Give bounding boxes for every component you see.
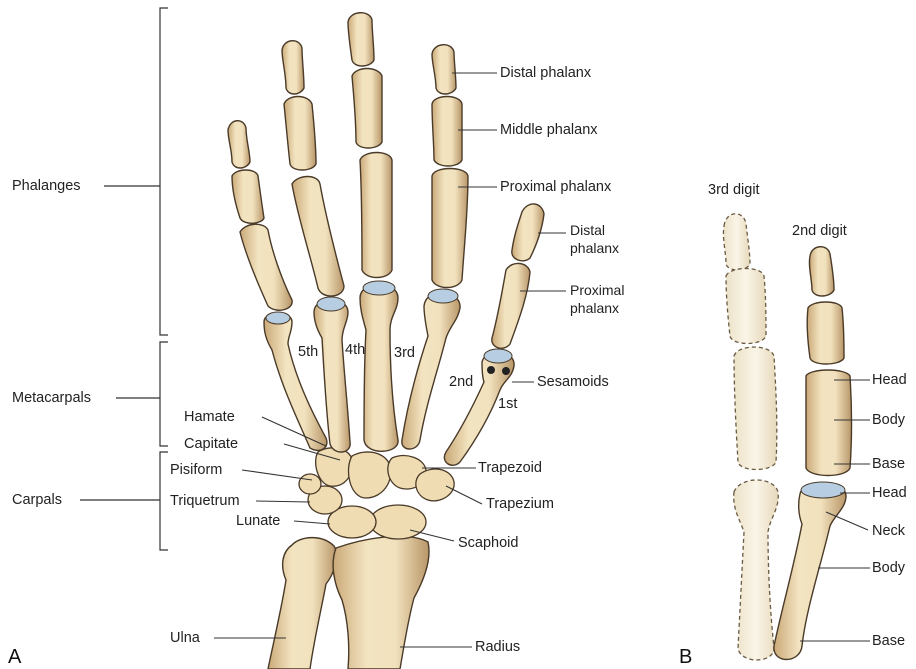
lunate-leader (294, 521, 330, 524)
radius-label: Radius (475, 640, 520, 655)
sesamoid-2 (502, 367, 510, 375)
metacarpal-bones (264, 285, 514, 466)
metacarpal-neck-label: Neck (872, 524, 905, 539)
third-metacarpal-cap (363, 281, 395, 295)
middle-phalanx-label: Middle phalanx (500, 123, 598, 138)
index-distal-phalanx (432, 45, 456, 94)
second-metacarpal-label: 2nd (449, 375, 473, 390)
carpal-bones (299, 448, 454, 539)
fourth-metacarpal-cap (317, 297, 345, 311)
b-metacarpal-cap (801, 482, 845, 498)
third-digit-label: 3rd digit (708, 183, 760, 198)
pisiform-leader (242, 470, 312, 480)
b-middle-phalanx (807, 302, 844, 364)
second-digit-bones (774, 247, 852, 660)
triquetrum-leader (256, 501, 310, 502)
pisiform-label: Pisiform (170, 463, 222, 478)
third-digit-bones (723, 214, 778, 660)
b-distal-phalanx (809, 247, 834, 296)
ulna-label: Ulna (170, 631, 200, 646)
hamate-bone (316, 448, 353, 486)
little-middle-phalanx (232, 170, 264, 223)
metacarpal-head-label: Head (872, 486, 907, 501)
thumb-proximal-line2: phalanx (570, 300, 624, 318)
phalanx-base-label: Base (872, 457, 905, 472)
third-metacarpal-label: 3rd (394, 346, 415, 361)
carpals-bracket (160, 452, 168, 550)
third-metacarpal (360, 285, 398, 452)
pisiform-bone (299, 474, 321, 494)
middle-middle-phalanx (352, 69, 382, 149)
metacarpal-body-label: Body (872, 561, 905, 576)
proximal-phalanx-label: Proximal phalanx (500, 180, 611, 195)
ring-middle-phalanx (284, 97, 316, 171)
index-middle-phalanx (432, 97, 462, 167)
ring-proximal-phalanx (292, 177, 344, 297)
first-metacarpal-label: 1st (498, 397, 517, 412)
ulna-bone (268, 538, 336, 669)
thumb-distal-line1: Distal (570, 222, 619, 240)
group-brackets (80, 8, 168, 550)
trapezium-leader (446, 486, 482, 504)
ghost-distal-phalanx (723, 214, 750, 270)
thumb-proximal-label: Proximal phalanx (570, 282, 624, 317)
thumb-distal-phalanx (512, 204, 544, 261)
capitate-label: Capitate (184, 437, 238, 452)
metacarpal-base-label: Base (872, 634, 905, 649)
middle-distal-phalanx (348, 13, 374, 66)
little-proximal-phalanx (240, 224, 292, 310)
distal-phalanx-label: Distal phalanx (500, 66, 591, 81)
radius-bone (333, 536, 429, 669)
phalanx-head-label: Head (872, 373, 907, 388)
index-proximal-phalanx (432, 169, 468, 288)
b-proximal-phalanx (806, 370, 852, 476)
triquetrum-label: Triquetrum (170, 494, 240, 509)
sesamoid-1 (487, 366, 495, 374)
trapezoid-label: Trapezoid (478, 461, 542, 476)
panel-a-letter: A (8, 647, 21, 667)
metacarpals-label: Metacarpals (12, 391, 91, 406)
fifth-metacarpal-label: 5th (298, 345, 318, 360)
capitate-bone (348, 452, 390, 498)
scaphoid-label: Scaphoid (458, 536, 518, 551)
forearm (268, 536, 429, 669)
phalanges-bracket (160, 8, 168, 335)
trapezium-bone (416, 469, 454, 501)
b-metacarpal (774, 484, 846, 660)
thumb-proximal-phalanx (492, 263, 530, 348)
lunate-label: Lunate (236, 514, 280, 529)
panel-b-letter: B (679, 647, 692, 667)
thumb-proximal-line1: Proximal (570, 282, 624, 300)
ghost-middle-phalanx (726, 269, 766, 344)
phalanges-label: Phalanges (12, 179, 81, 194)
metacarpals-bracket (160, 342, 168, 446)
fifth-metacarpal (264, 313, 327, 450)
thumb-distal-label: Distal phalanx (570, 222, 619, 257)
trapezium-label: Trapezium (486, 497, 554, 512)
fifth-metacarpal-cap (266, 312, 290, 324)
middle-proximal-phalanx (360, 153, 392, 278)
second-metacarpal (402, 293, 460, 449)
fourth-metacarpal-label: 4th (345, 343, 365, 358)
thumb-distal-line2: phalanx (570, 240, 619, 258)
phalanx-body-label: Body (872, 413, 905, 428)
sesamoids-label: Sesamoids (537, 375, 609, 390)
little-distal-phalanx (228, 121, 250, 168)
ghost-proximal-phalanx (734, 347, 777, 470)
second-digit-label: 2nd digit (792, 224, 847, 239)
carpals-label: Carpals (12, 493, 62, 508)
hamate-label: Hamate (184, 410, 235, 425)
first-metacarpal-cap (484, 349, 512, 363)
ghost-metacarpal (734, 480, 779, 660)
ring-distal-phalanx (282, 41, 304, 94)
second-metacarpal-cap (428, 289, 458, 303)
scaphoid-bone (370, 505, 426, 539)
